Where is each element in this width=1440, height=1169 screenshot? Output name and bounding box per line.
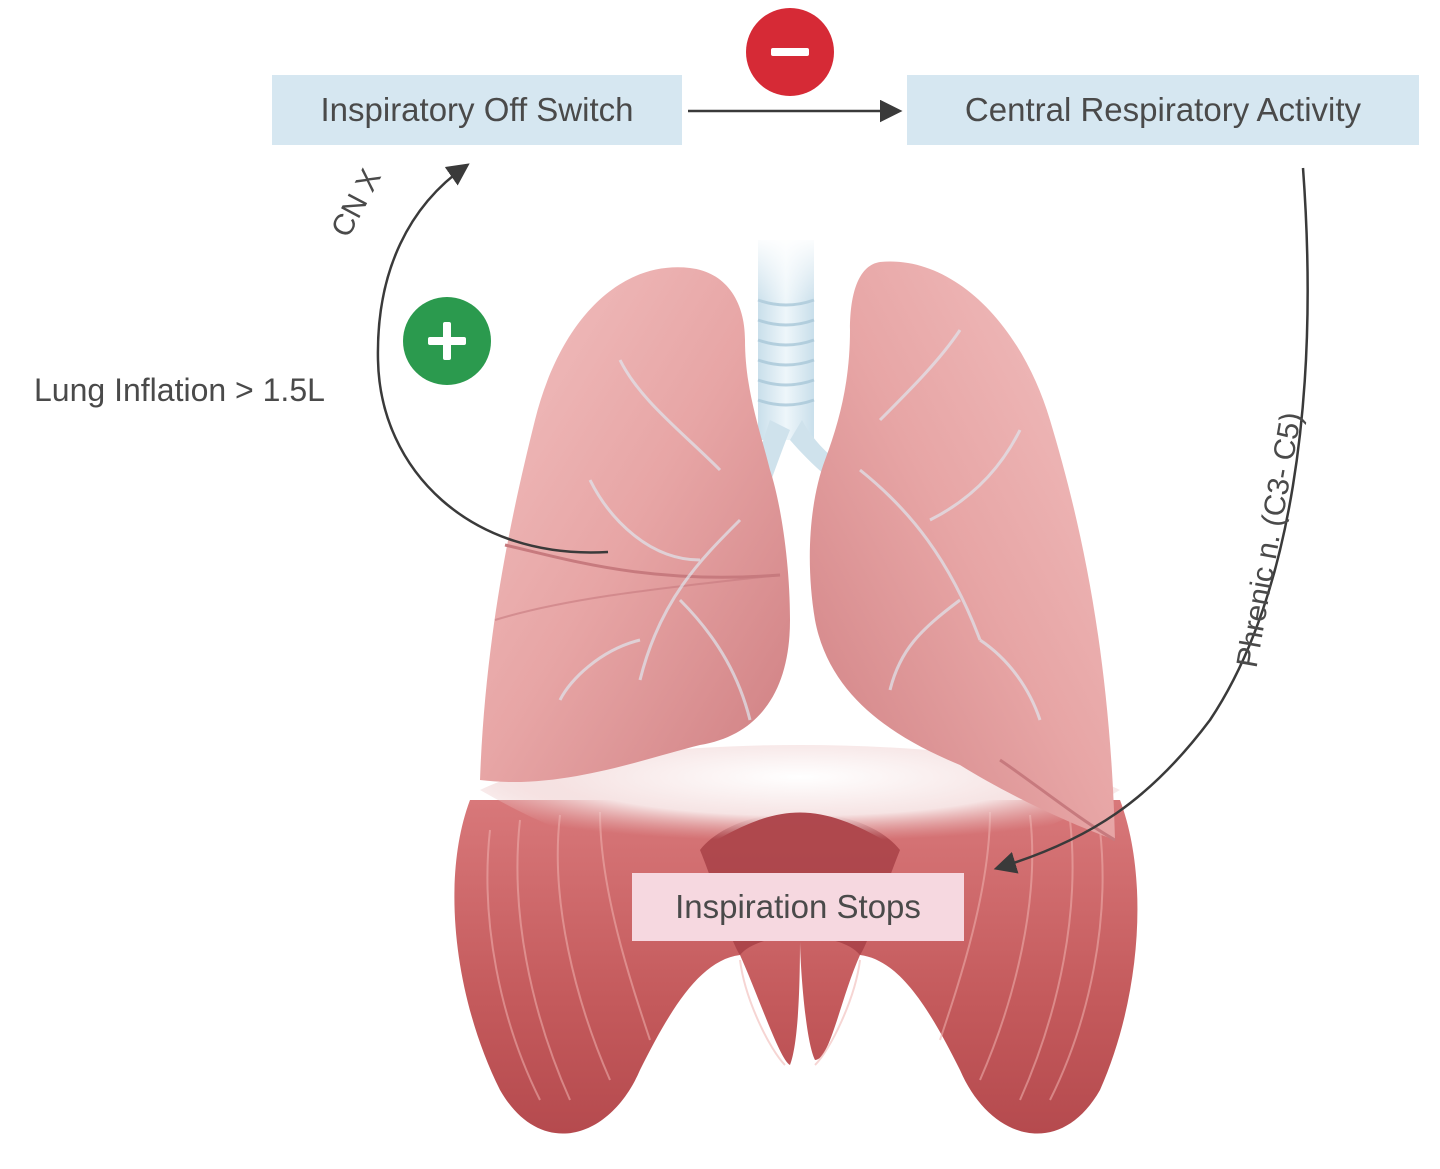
node-inspiration-stops: Inspiration Stops [632,873,964,941]
edge-label-lung-inflation: Lung Inflation > 1.5L [34,372,325,408]
node-label: Inspiratory Off Switch [320,91,634,128]
arrows [376,99,1309,874]
minus-icon [771,48,809,56]
right-lung [809,261,1116,842]
node-label: Inspiration Stops [675,888,921,925]
excitation-plus-icon [403,297,491,385]
node-central-respiratory-activity: Central Respiratory Activity [907,75,1419,145]
plus-icon [428,322,466,360]
diaphragm [454,745,1138,1134]
node-inspiratory-off-switch: Inspiratory Off Switch [272,75,682,145]
arrow-central-to-diaphragm [993,167,1309,874]
left-lung [480,267,790,782]
arrow-lung-to-offswitch [376,163,609,554]
node-label: Central Respiratory Activity [964,91,1362,128]
inhibition-minus-icon [746,8,834,96]
